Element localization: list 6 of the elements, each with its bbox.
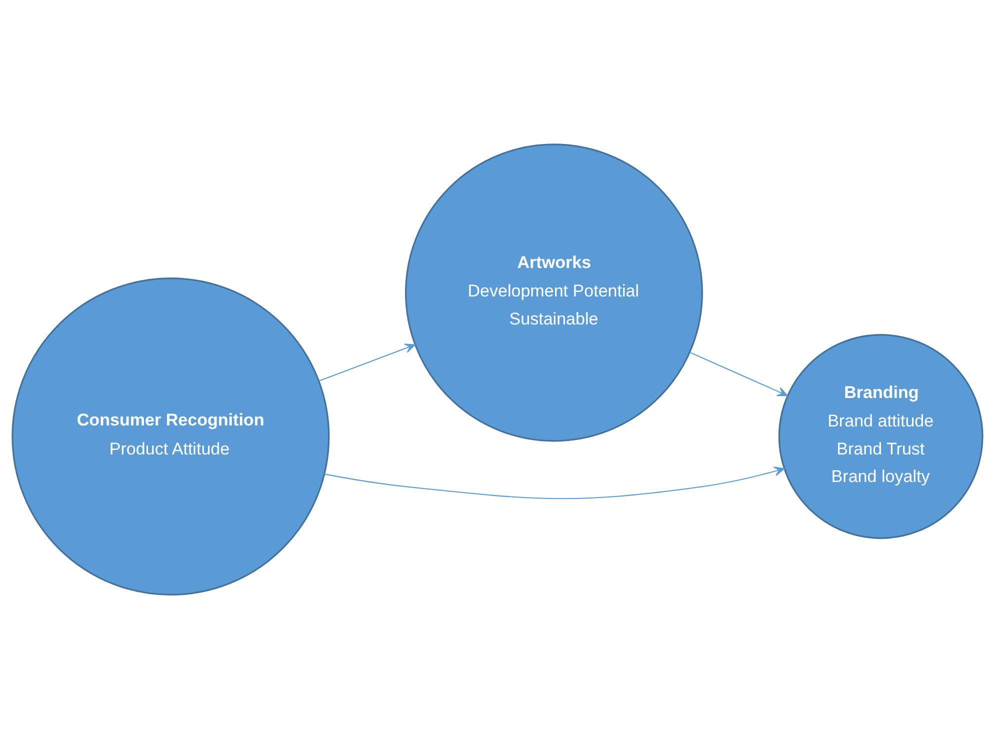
node-circle: Artworks Development Potential Sustainable <box>405 143 703 442</box>
arrow <box>324 466 785 499</box>
arrow <box>318 343 416 382</box>
node-circle: Consumer Recognition Product Attitude <box>12 277 330 596</box>
arrow <box>690 351 788 396</box>
node-circle: Branding Brand attitude Brand Trust Brand loyalty <box>778 334 984 538</box>
